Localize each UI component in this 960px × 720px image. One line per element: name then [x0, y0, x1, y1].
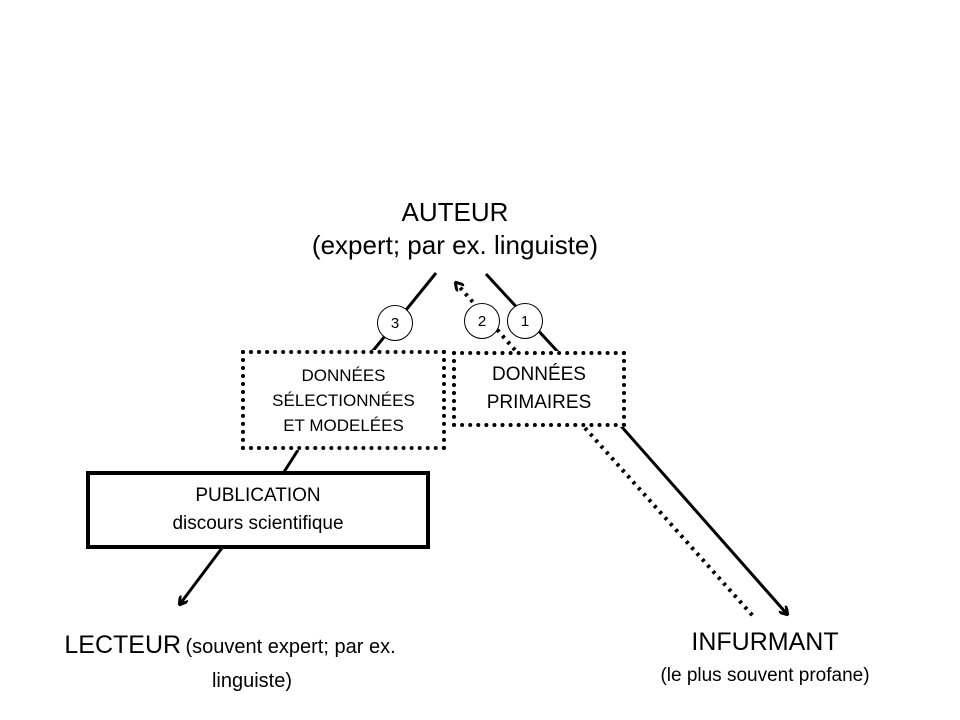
auteur-subtitle: (expert; par ex. linguiste) — [311, 230, 599, 260]
step-badge-3: 3 — [377, 305, 413, 341]
infurmant-title: INFURMANT — [691, 628, 839, 656]
auteur-title: AUTEUR — [401, 197, 509, 227]
selected-data-line3: ET MODELÉES — [283, 415, 404, 435]
infurmant-label: INFURMANT (le plus souvent profane) — [630, 624, 900, 692]
publication-box: PUBLICATION discours scientifique — [86, 471, 430, 549]
lecteur-title: LECTEUR — [64, 631, 182, 659]
lecteur-detail: (souvent expert; par ex. — [185, 636, 396, 658]
selected-modeled-data-box: DONNÉES SÉLECTIONNÉES ET MODELÉES — [241, 350, 446, 450]
primary-data-line1: DONNÉES — [492, 364, 586, 385]
publication-title: PUBLICATION — [195, 485, 321, 506]
arrow-publication-to-lecteur — [180, 547, 224, 604]
publication-subtitle: discours scientifique — [172, 513, 344, 534]
arrow-primary-to-infurmant — [619, 425, 787, 614]
selected-data-line1: DONNÉES — [301, 365, 386, 385]
arrow-dotted-primary-to-auteur — [456, 283, 517, 352]
selected-data-line2: SÉLECTIONNÉES — [272, 390, 415, 410]
line-dotted-infurmant-to-primary — [583, 426, 755, 618]
primary-data-line2: PRIMAIRES — [486, 392, 592, 413]
step-badge-2: 2 — [464, 303, 500, 339]
lecteur-detail-2: linguiste) — [211, 670, 293, 692]
step-badge-1: 1 — [507, 303, 543, 339]
primary-data-box: DONNÉES PRIMAIRES — [452, 351, 626, 427]
infurmant-subtitle: (le plus souvent profane) — [660, 665, 870, 686]
auteur-label: AUTEUR (expert; par ex. linguiste) — [280, 196, 630, 262]
lecteur-label: LECTEUR (souvent expert; par ex. linguis… — [30, 628, 430, 696]
line-selected-to-publication — [282, 449, 300, 473]
